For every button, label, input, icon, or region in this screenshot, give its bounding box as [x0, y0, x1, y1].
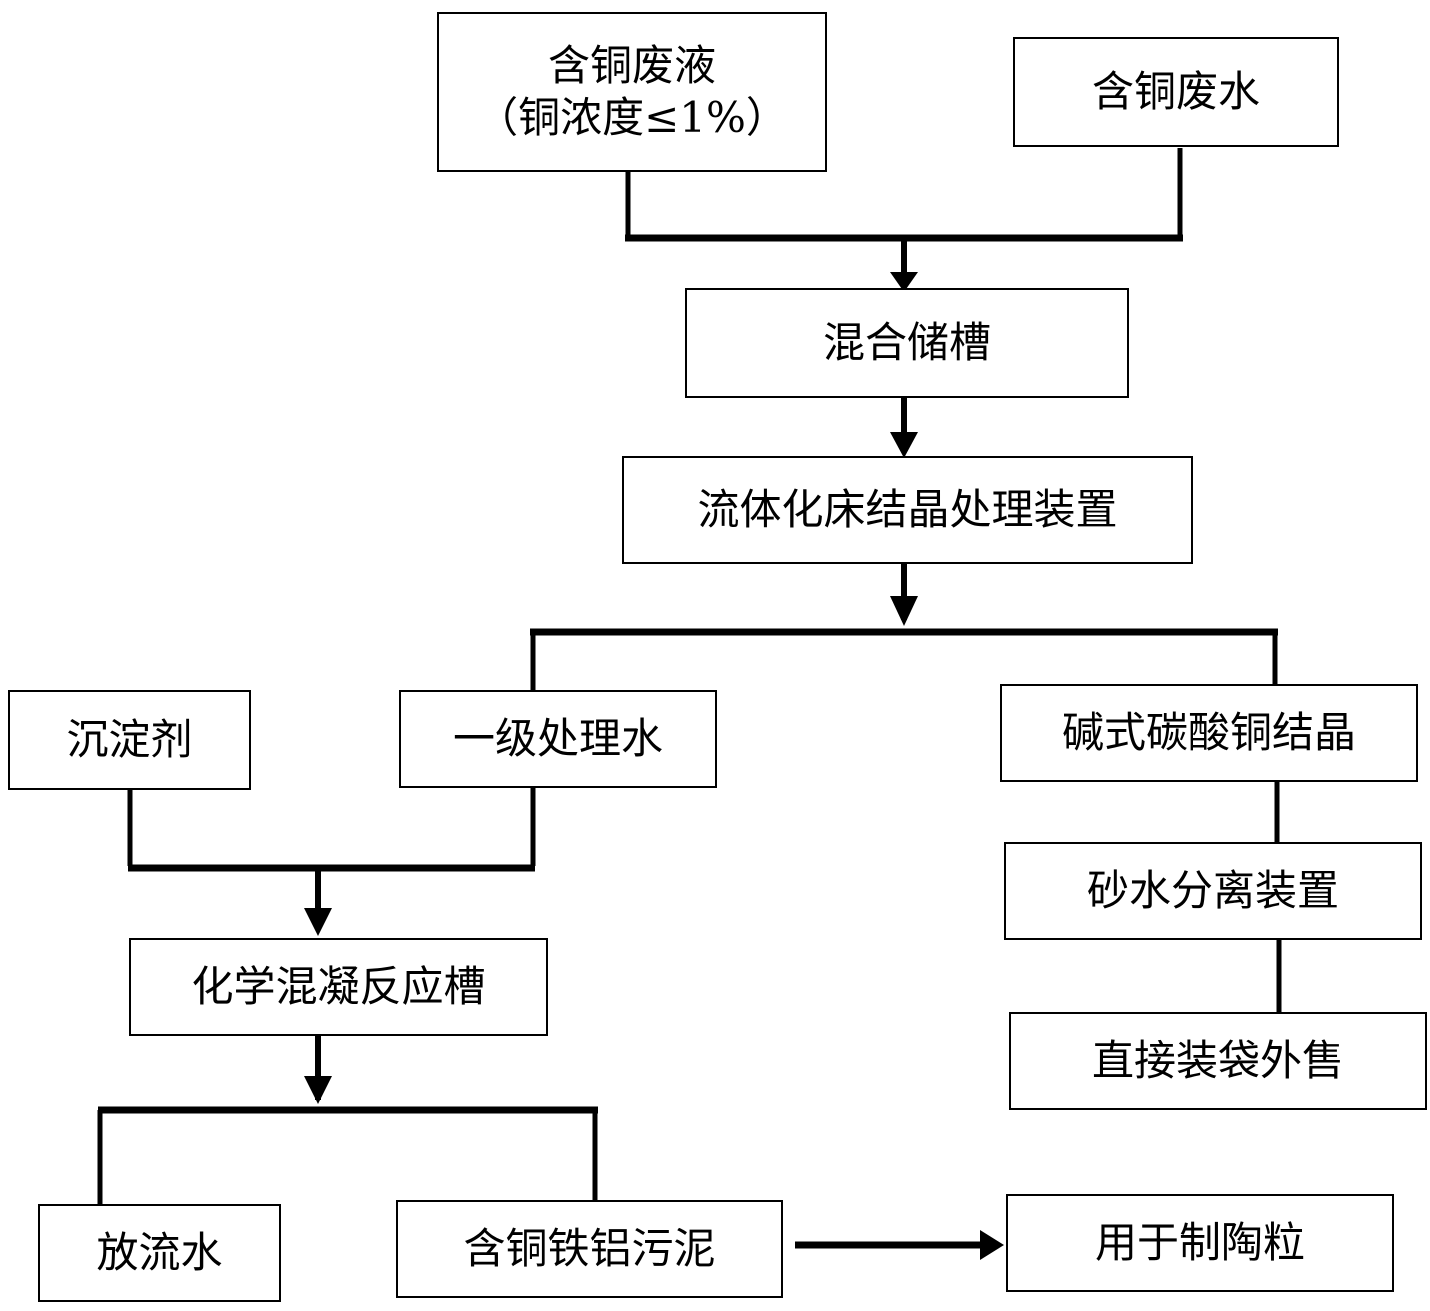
precipitant-label: 沉淀剂	[66, 714, 193, 764]
sand-water-separator-label: 砂水分离装置	[1086, 865, 1339, 915]
basic-copper-carbonate-box: 碱式碳酸铜结晶	[1000, 684, 1418, 782]
arrowhead-to-coagulation	[304, 908, 332, 936]
direct-sale-label: 直接装袋外售	[1091, 1035, 1344, 1085]
coagulation-tank-label: 化学混凝反应槽	[191, 961, 486, 1011]
arrowhead-to-bottom-split	[304, 1076, 332, 1104]
mixing-tank-box: 混合储槽	[685, 288, 1129, 398]
arrowhead-to-ceramsite	[980, 1230, 1004, 1260]
mixing-tank-label: 混合储槽	[822, 317, 991, 367]
discharge-water-box: 放流水	[38, 1204, 281, 1302]
fluidized-bed-box: 流体化床结晶处理装置	[622, 456, 1193, 564]
precipitant-box: 沉淀剂	[8, 690, 251, 790]
arrowhead-to-split	[890, 596, 918, 626]
arrowhead-to-fluidized-bed	[890, 432, 918, 458]
copper-waste-liquid-label: 含铜废液	[547, 40, 716, 90]
copper-waste-liquid-box: 含铜废液 （铜浓度≤1%）	[437, 12, 827, 172]
ceramsite-box: 用于制陶粒	[1006, 1194, 1394, 1292]
copper-waste-water-box: 含铜废水	[1013, 37, 1339, 147]
discharge-water-label: 放流水	[96, 1227, 223, 1277]
primary-water-label: 一级处理水	[452, 713, 663, 763]
ceramsite-label: 用于制陶粒	[1094, 1217, 1305, 1267]
copper-waste-water-label: 含铜废水	[1091, 66, 1260, 116]
copper-concentration-note: （铜浓度≤1%）	[476, 93, 788, 142]
sand-water-separator-box: 砂水分离装置	[1004, 842, 1422, 940]
fluidized-bed-label: 流体化床结晶处理装置	[697, 484, 1118, 534]
direct-sale-box: 直接装袋外售	[1009, 1012, 1427, 1110]
basic-copper-carbonate-label: 碱式碳酸铜结晶	[1061, 707, 1356, 757]
copper-sludge-label: 含铜铁铝污泥	[463, 1223, 716, 1273]
coagulation-tank-box: 化学混凝反应槽	[129, 938, 548, 1036]
arrowhead-to-mixing-tank	[890, 272, 918, 292]
primary-water-box: 一级处理水	[399, 690, 717, 788]
copper-sludge-box: 含铜铁铝污泥	[396, 1200, 783, 1298]
